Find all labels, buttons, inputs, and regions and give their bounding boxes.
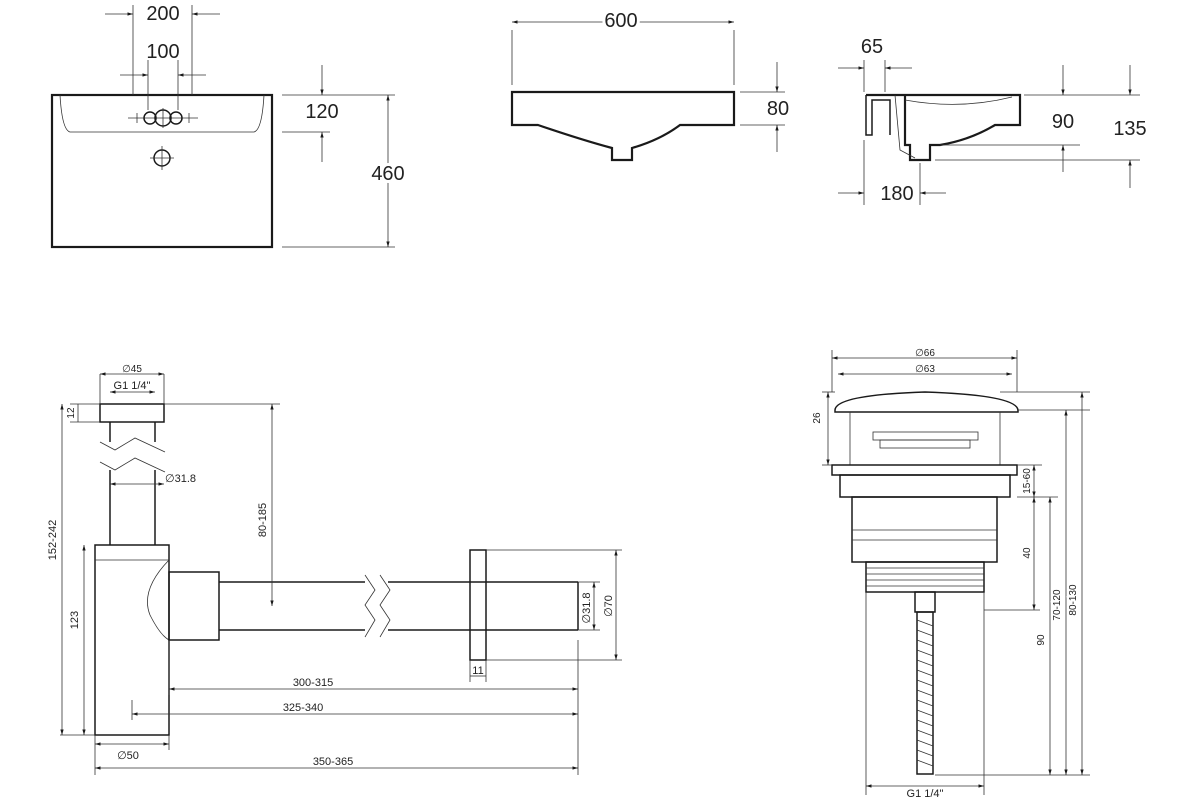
dim-d63: ∅63: [915, 364, 935, 375]
dim-200: 200: [146, 3, 179, 25]
dim-12: 12: [66, 407, 77, 419]
dim-70-120: 70-120: [1052, 589, 1063, 621]
basin-section-outline: [866, 93, 1022, 162]
dim-460: 460: [371, 163, 404, 185]
wall-flange: [469, 549, 487, 661]
dim-325-340: 325-340: [283, 702, 323, 714]
dim-g1: G1 1/4": [114, 380, 151, 392]
dim-100: 100: [146, 41, 179, 63]
bottle-siphon-view: ∅45 G1 1/4" 12 ∅31.8 80-185 152-242 123 …: [45, 364, 622, 775]
drain-bolt: [916, 611, 934, 775]
basin-outline: [50, 93, 274, 249]
dim-15-60: 15-60: [1022, 468, 1033, 494]
dim-600: 600: [604, 10, 637, 32]
drain-cap: [834, 391, 1019, 413]
dim-180: 180: [880, 183, 913, 205]
basin-front-view: 200 100 120 460: [50, 3, 408, 249]
tap-holes-icon: [128, 108, 198, 128]
dim-120: 120: [305, 101, 338, 123]
dim-d45: ∅45: [122, 364, 142, 375]
dim-d70: ∅70: [603, 595, 615, 617]
thread-icon: [865, 561, 985, 593]
dim-11: 11: [472, 665, 483, 677]
dim-65: 65: [861, 36, 883, 58]
basin-side-view: 600 80: [510, 7, 792, 162]
dim-90: 90: [1036, 634, 1047, 646]
basin-rim: [59, 94, 265, 133]
dim-350-365: 350-365: [313, 756, 353, 768]
dim-300-315: 300-315: [293, 677, 333, 689]
dim-135: 135: [1113, 118, 1146, 140]
dim-123: 123: [69, 611, 81, 629]
dim-d31-8-right: ∅31.8: [581, 593, 593, 624]
dim-80-185: 80-185: [257, 503, 269, 537]
basin-section-view: 65 90 135 180: [838, 36, 1150, 205]
drain-hole-icon: [150, 146, 174, 170]
dim-26: 26: [812, 412, 823, 424]
dim-40: 40: [1022, 547, 1033, 559]
popup-drain-view: ∅66 ∅63 26 15-60 40 90 70-120 80-130 G1 …: [812, 348, 1090, 800]
dim-g1-drain: G1 1/4": [907, 788, 944, 800]
basin-side-outline: [510, 90, 736, 162]
dim-90: 90: [1052, 111, 1074, 133]
dim-d50: ∅50: [117, 750, 139, 762]
dim-d31-8-top: ∅31.8: [165, 473, 196, 485]
dim-d66: ∅66: [915, 348, 935, 359]
dim-80: 80: [767, 98, 789, 120]
dim-152-242: 152-242: [47, 520, 59, 560]
dim-80-130: 80-130: [1068, 584, 1079, 616]
